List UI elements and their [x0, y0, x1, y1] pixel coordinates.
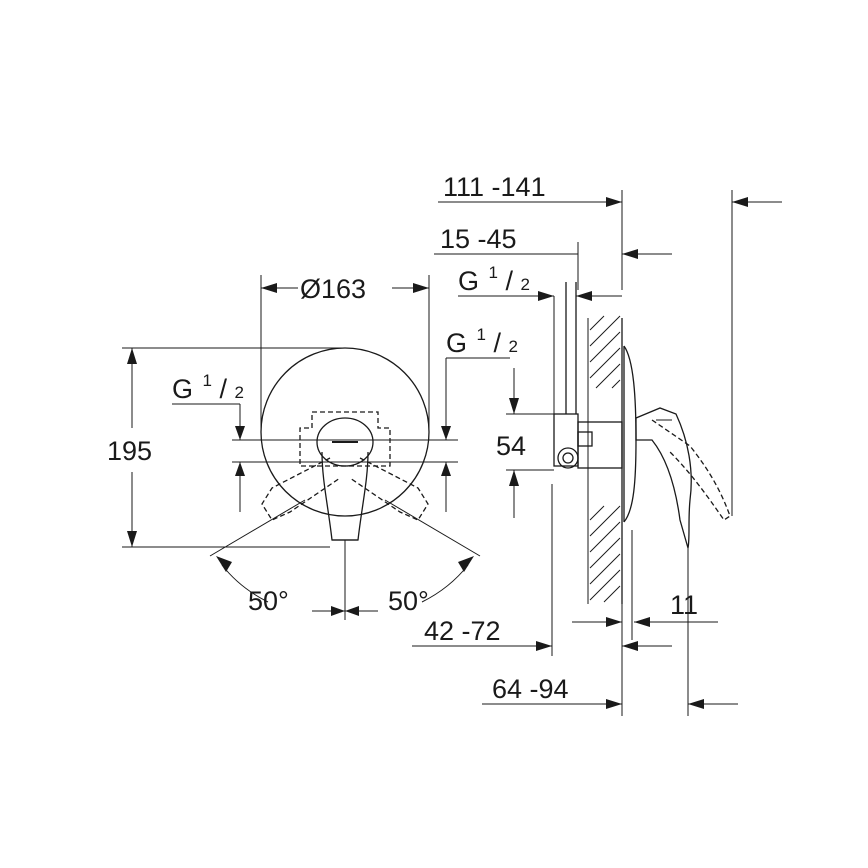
- outlet-fitting-inner: [562, 452, 574, 464]
- outer-depth-arrow-right: [688, 699, 704, 709]
- front-view: Ø163 195 G 1 / 2 G 1 / 2 50° 50°: [107, 274, 518, 620]
- thread-right-arrow-bottom: [441, 462, 451, 476]
- thread-left-den: 2: [235, 383, 244, 402]
- side-view: 111 -141 15 -45 G 1 / 2 54: [412, 172, 782, 716]
- body-height-label: 54: [496, 431, 526, 461]
- thread-left-sep: /: [220, 374, 228, 404]
- inner-depth-arrow: [536, 641, 552, 651]
- thread-top-den: 2: [521, 275, 530, 294]
- body-height-arrow-bottom: [509, 470, 519, 486]
- diameter-arrow-right: [413, 283, 429, 293]
- hidden-housing: [299, 411, 391, 467]
- angle-mid-arrow-left: [331, 606, 345, 616]
- thread-left-label: G 1 / 2: [172, 362, 244, 404]
- angle-ext-right: [384, 499, 481, 557]
- wall-range-label: 15 -45: [440, 224, 517, 254]
- body-height-arrow-top: [509, 398, 519, 414]
- inner-depth-label: 42 -72: [424, 616, 501, 646]
- wall-range-arrow-right: [622, 249, 638, 259]
- side-lever: [635, 407, 692, 549]
- angle-ext-left: [209, 499, 306, 557]
- angle-arrow-right: [458, 556, 474, 572]
- handle-head: [316, 417, 374, 467]
- thread-left-arrow-top: [235, 426, 245, 440]
- inlet-pipe: [565, 282, 577, 414]
- thread-top-label: G 1 / 2: [458, 254, 530, 296]
- plate-arrow-right: [634, 617, 650, 627]
- thread-left-arrow-bottom: [235, 462, 245, 476]
- outer-depth-arrow: [606, 699, 622, 709]
- thread-right-den: 2: [509, 337, 518, 356]
- wall-hatch-top: [589, 315, 621, 389]
- thread-top-arrow-right: [576, 291, 592, 301]
- thread-right-g: G: [446, 328, 467, 358]
- projection-arrow: [606, 197, 622, 207]
- angle-arrow-left: [216, 556, 232, 572]
- thread-top-sep: /: [506, 266, 514, 296]
- cartridge-block: [577, 421, 623, 469]
- inner-depth-arrow-right: [622, 641, 638, 651]
- diameter-arrow-left: [261, 283, 277, 293]
- cover-plate: [623, 345, 637, 523]
- height-arrow-bottom: [127, 531, 137, 547]
- height-arrow-top: [127, 348, 137, 364]
- side-lever-swing: [651, 419, 731, 521]
- height-label: 195: [107, 436, 152, 466]
- angle-left-label: 50°: [248, 586, 289, 616]
- thread-right-label: G 1 / 2: [446, 316, 518, 358]
- thread-right-num: 1: [477, 325, 486, 344]
- thread-left-g: G: [172, 374, 193, 404]
- handle-lever: [321, 451, 369, 541]
- thread-top-num: 1: [489, 263, 498, 282]
- thread-top-g: G: [458, 266, 479, 296]
- wall-hatch-bottom: [589, 505, 621, 603]
- angle-mid-arrow-right: [345, 606, 359, 616]
- plate-arrow-left: [606, 617, 622, 627]
- thread-left-num: 1: [203, 371, 212, 390]
- diameter-label: Ø163: [300, 274, 366, 304]
- thread-right-arrow-top: [441, 426, 451, 440]
- angle-right-label: 50°: [388, 586, 429, 616]
- outer-depth-label: 64 -94: [492, 674, 569, 704]
- plate-thickness-label: 11: [670, 590, 698, 620]
- rosette-circle: [260, 347, 430, 517]
- projection-label: 111 -141: [443, 172, 546, 202]
- thread-top-arrow: [538, 291, 554, 301]
- projection-arrow-right: [732, 197, 748, 207]
- lever-rotated-right: [349, 457, 429, 521]
- outlet-fitting-outer: [557, 447, 579, 469]
- angle-arc-right: [421, 564, 469, 603]
- lever-rotated-left: [261, 457, 341, 521]
- thread-right-sep: /: [494, 328, 502, 358]
- cartridge-stem: [577, 431, 593, 447]
